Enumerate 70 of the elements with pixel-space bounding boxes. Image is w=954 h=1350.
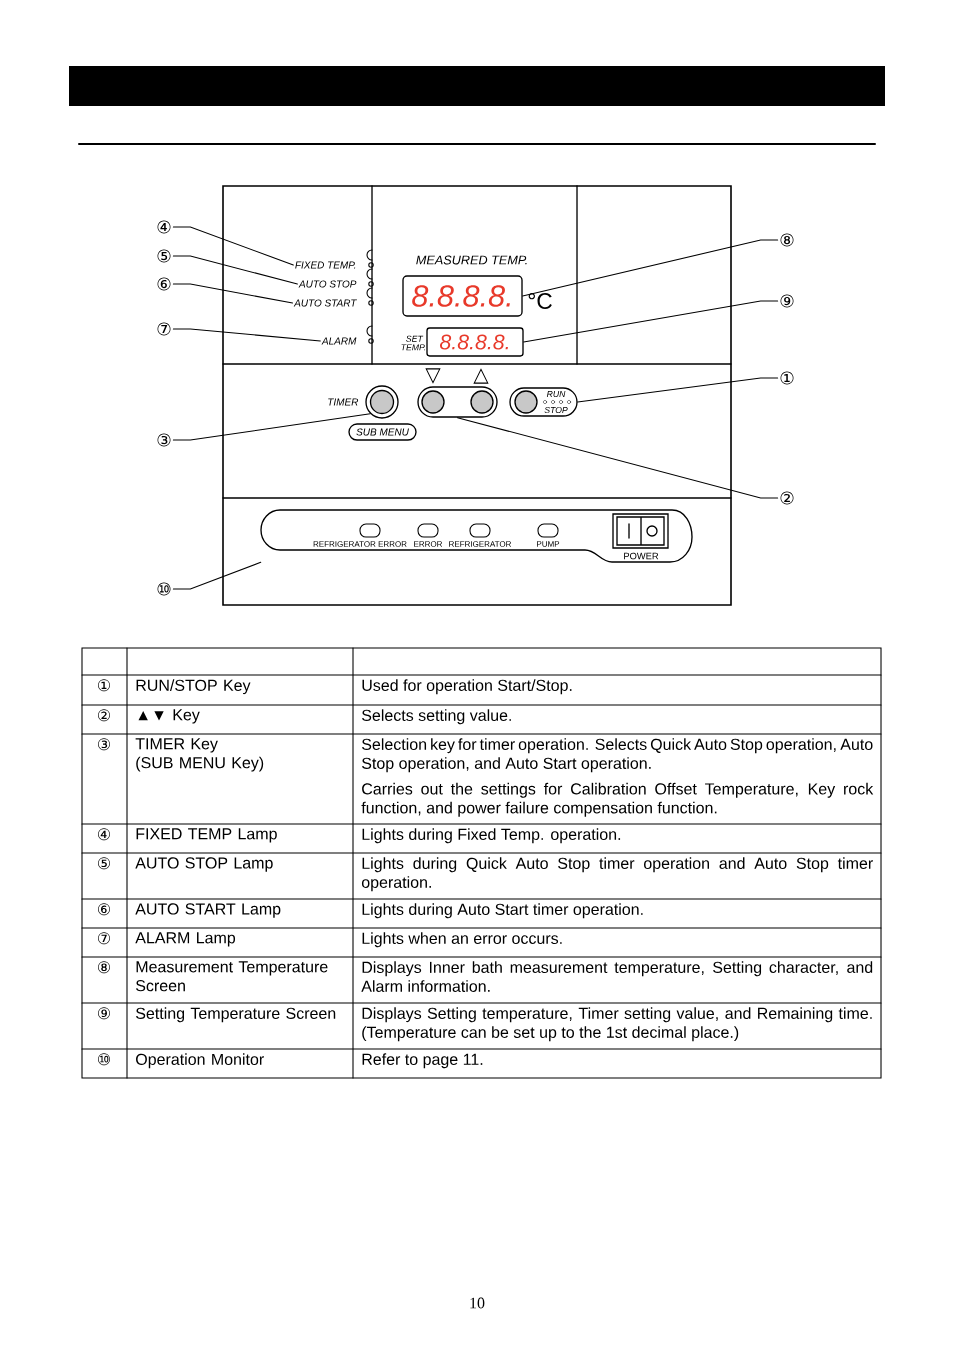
arrow-symbol: △ [473,368,489,384]
item-name: RUN/STOP Key [136,679,251,695]
callout-number: ⑨ [780,294,794,308]
key-label: TIMER [328,398,359,406]
leader-line [172,226,294,266]
item-name: ALARM Lamp [135,932,236,947]
item-number: ⑩ [98,1053,110,1066]
callout-number: ② [780,491,794,505]
item-description: Selection key for timer operation. Selects Quick Auto Stop operation, Auto Stop operation, and Auto Start operation. [362,738,873,773]
item-number: ③ [98,738,110,751]
item-description: Displays Setting temperature, Timer setting value, and Remaining time. (Temperature can be set up to the 1st decimal place.) [362,1007,872,1042]
callout-number: ⑤ [157,249,171,263]
temperature-display: 8.8.8.8. [402,275,523,317]
callout-number: ⑥ [157,277,171,291]
lamp-label: AUTO START [293,299,357,307]
item-number: ⑦ [98,932,110,945]
item-number: ② [98,709,110,722]
sub-menu-key: SUB MENU [348,423,417,441]
item-name: TIMER Key [135,738,218,753]
item-number: ⑤ [98,857,110,870]
callout-number: ⑩ [157,582,171,596]
item-description: Displays Inner bath measurement temperature, Setting character, and Alarm information. [361,961,873,992]
leader-line [172,561,262,590]
item-name: Operation Monitor [136,1053,264,1069]
lamp-label: ALARM [321,337,357,345]
item-description: Lights during Fixed Temp. operation. [362,828,621,844]
item-name: ▲▼ Key [138,709,200,724]
leader-line [172,413,371,441]
callout-number: ⑦ [157,322,171,336]
item-description: Selects setting value. [362,709,511,725]
item-description: Carries out the settings for Calibration Offset Temperature, Key rock function, and power failure compensation function. [361,782,874,817]
leader-line [523,300,779,343]
unit-label: °C [528,293,552,310]
item-description: Lights during Quick Auto Stop timer operation and Auto Stop timer operation. [361,857,873,892]
item-name: FIXED TEMP Lamp [136,828,277,843]
leader-line [172,255,298,285]
callout-number: ① [780,371,794,385]
leader-line [172,283,294,304]
leader-line [577,377,779,403]
operation-monitor: REFRIGERATOR ERROR ERROR REFRIGERATOR PUMP POWER [260,509,693,563]
item-number: ① [98,679,110,692]
item-number: ⑨ [98,1007,110,1020]
item-description: Lights during Auto Start timer operation. [362,903,643,919]
run-stop-key: RUN STOP [509,387,578,417]
title-bar [69,66,885,106]
leader-line [522,239,779,297]
display-label: SET TEMP. [401,335,426,351]
item-description: Used for operation Start/Stop. [362,679,572,695]
leader-line [172,328,321,342]
leader-line [456,417,779,499]
up-down-key [417,386,498,418]
callout-number: ⑧ [780,233,794,247]
item-name: Measurement Temperature Screen [136,961,328,992]
item-number: ⑧ [98,961,110,974]
item-name: AUTO START Lamp [135,903,281,918]
callout-number: ③ [157,433,171,447]
item-name: AUTO STOP Lamp [135,857,273,872]
item-name: (SUB MENU Key) [136,756,264,772]
timer-key [365,385,399,419]
item-number: ④ [98,828,110,841]
item-name: Setting Temperature Screen [136,1007,336,1023]
lamp-label: AUTO STOP [298,280,357,288]
lamp-label: FIXED TEMP. [295,261,356,269]
temperature-display: 8.8.8.8. [426,327,524,357]
arrow-symbol: ▽ [425,368,441,384]
item-description: Lights when an error occurs. [362,932,562,948]
page-number: 10 [470,1297,485,1309]
item-number: ⑥ [98,903,110,916]
callout-number: ④ [157,220,171,234]
item-description: Refer to page 11. [362,1053,483,1069]
